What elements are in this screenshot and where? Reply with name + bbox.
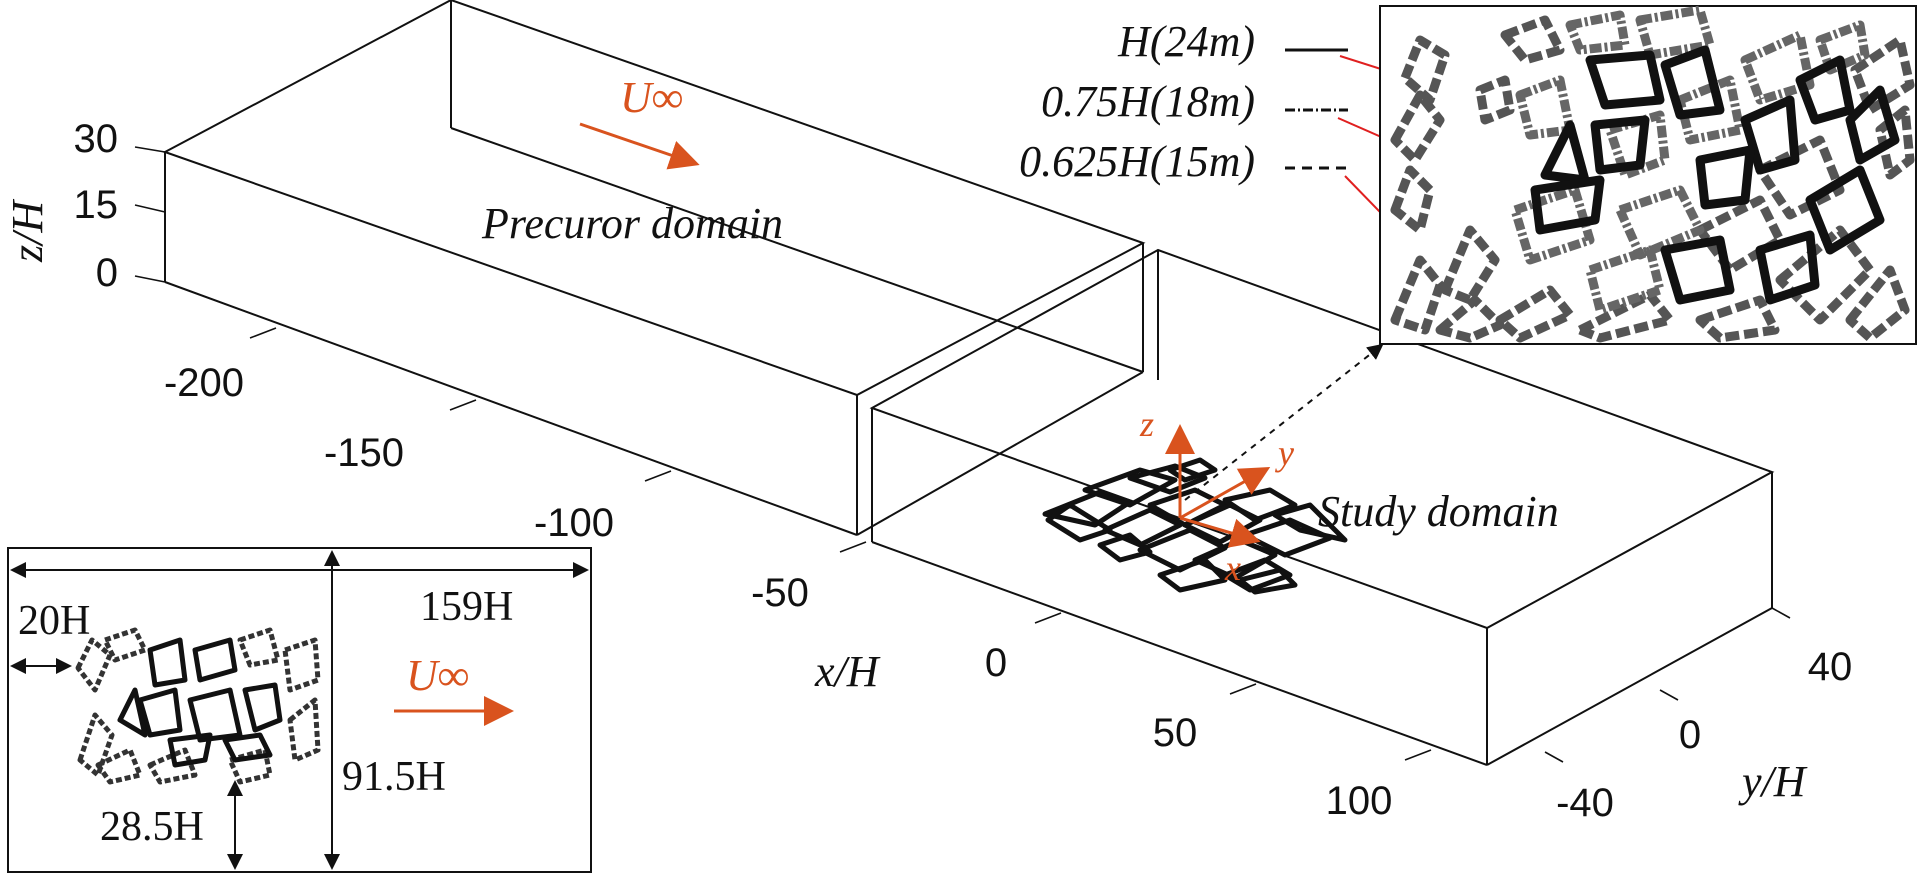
y-axis-arrow-label: y: [1275, 433, 1294, 473]
x-tick-label: -50: [751, 571, 809, 615]
x-axis: -200 -150 -100 -50 0 50 100 x/H: [164, 361, 1392, 823]
offset-label: 28.5H: [100, 804, 204, 850]
x-tick-label: 0: [985, 641, 1007, 685]
u-infinity-label: U∞: [620, 73, 683, 122]
plan-inset: 159H 20H 91.5H 28.5H U∞: [7, 547, 592, 873]
width-label: 91.5H: [342, 754, 446, 800]
coordinate-axes: z y x: [1139, 404, 1294, 588]
y-tick-label: 40: [1808, 645, 1853, 689]
x-tick-label: -100: [534, 501, 614, 545]
y-tick-label: -40: [1556, 781, 1614, 825]
city-blocks: [1042, 457, 1348, 595]
x-axis-label: x/H: [814, 647, 881, 696]
freestream-arrow: U∞: [579, 73, 700, 170]
inlet-gap-label: 20H: [18, 598, 90, 644]
mini-city-layout: [75, 627, 321, 785]
zoom-inset: [1379, 5, 1917, 345]
y-axis: 40 0 -40 y/H: [1556, 645, 1852, 825]
z-tick-label: 15: [74, 183, 119, 227]
zoom-pointer: [1184, 343, 1384, 501]
x-axis-arrow-label: x: [1224, 548, 1241, 588]
z-axis-label: z/H: [3, 199, 52, 263]
legend-label-solid: H(24m): [1117, 17, 1255, 66]
y-axis-label: y/H: [1738, 757, 1808, 806]
x-tick-label: -150: [324, 431, 404, 475]
inset-u-infinity-label: U∞: [406, 651, 469, 700]
legend-label-dashed: 0.625H(15m): [1019, 137, 1255, 186]
total-length-label: 159H: [420, 584, 513, 630]
precursor-domain-label: Precuror domain: [481, 199, 783, 248]
z-tick-label: 30: [74, 117, 119, 161]
x-tick-label: 100: [1326, 779, 1393, 823]
z-axis: 30 15 0 z/H: [3, 117, 118, 295]
legend-label-dashdot: 0.75H(18m): [1041, 77, 1255, 126]
x-tick-label: 50: [1153, 711, 1198, 755]
z-tick-label: 0: [96, 251, 118, 295]
x-tick-label: -200: [164, 361, 244, 405]
z-axis-arrow-label: z: [1139, 404, 1154, 444]
study-domain-label: Study domain: [1318, 487, 1559, 536]
tick-marks: [134, 146, 1791, 763]
y-tick-label: 0: [1679, 713, 1701, 757]
